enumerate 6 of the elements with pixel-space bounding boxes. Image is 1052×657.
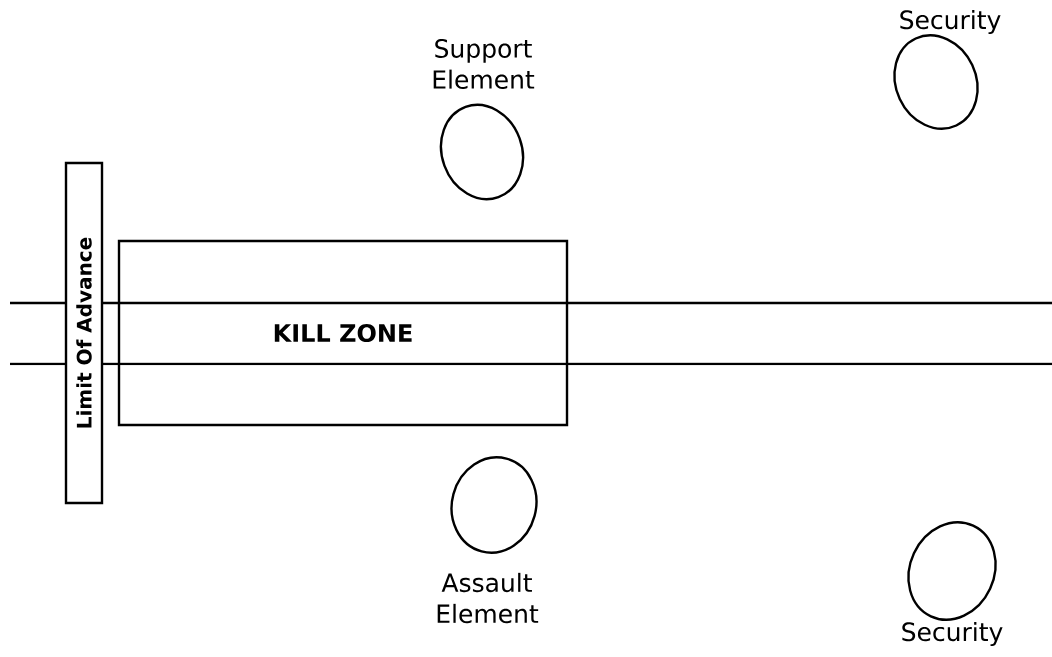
position-label: Support Element (433, 39, 535, 89)
position-label: Security (900, 9, 1001, 35)
position-label: Assault Element (437, 572, 539, 624)
limit-bar: Limit Of Advance (64, 161, 104, 505)
position-label: Security (902, 621, 1003, 647)
kill-zone-box: KILL ZONE (117, 239, 569, 427)
